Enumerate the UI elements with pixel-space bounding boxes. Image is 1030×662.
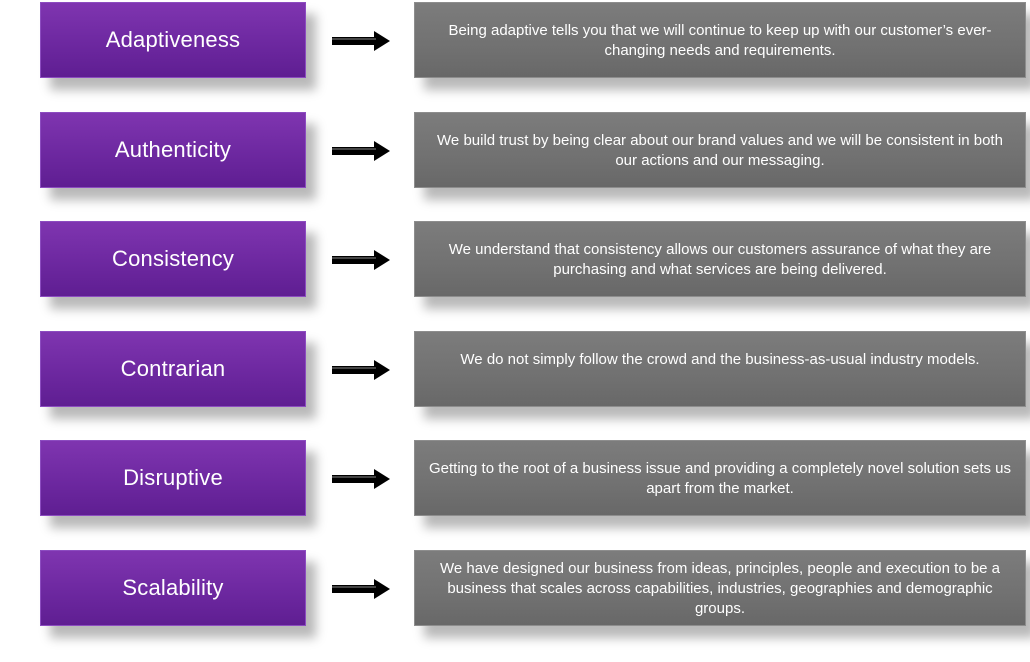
description-box-disruptive: Getting to the root of a business issue …	[414, 440, 1026, 516]
row-consistency: Consistency We understand that consisten…	[0, 221, 1030, 299]
row-disruptive: Disruptive Getting to the root of a busi…	[0, 440, 1030, 518]
description-box-scalability: We have designed our business from ideas…	[414, 550, 1026, 626]
right-arrow-icon	[332, 579, 390, 599]
label-box-scalability: Scalability	[40, 550, 306, 626]
description-box-consistency: We understand that consistency allows ou…	[414, 221, 1026, 297]
row-contrarian: Contrarian We do not simply follow the c…	[0, 331, 1030, 409]
label-text: Contrarian	[120, 356, 226, 381]
right-arrow-icon	[332, 250, 390, 270]
label-text: Consistency	[111, 246, 235, 271]
description-box-authenticity: We build trust by being clear about our …	[414, 112, 1026, 188]
label-box-adaptiveness: Adaptiveness	[40, 2, 306, 78]
description-text: Being adaptive tells you that we will co…	[448, 22, 992, 59]
label-box-authenticity: Authenticity	[40, 112, 306, 188]
description-box-adaptiveness: Being adaptive tells you that we will co…	[414, 2, 1026, 78]
description-text: We do not simply follow the crowd and th…	[460, 351, 980, 368]
right-arrow-icon	[332, 31, 390, 51]
description-text: We have designed our business from ideas…	[439, 560, 1001, 617]
row-adaptiveness: Adaptiveness Being adaptive tells you th…	[0, 2, 1030, 80]
description-text: We build trust by being clear about our …	[437, 132, 1003, 169]
label-text: Scalability	[122, 575, 224, 600]
row-scalability: Scalability We have designed our busines…	[0, 550, 1030, 628]
right-arrow-icon	[332, 360, 390, 380]
label-text: Authenticity	[114, 137, 232, 162]
right-arrow-icon	[332, 469, 390, 489]
right-arrow-icon	[332, 141, 390, 161]
description-box-contrarian: We do not simply follow the crowd and th…	[414, 331, 1026, 407]
label-text: Adaptiveness	[105, 27, 241, 52]
label-box-contrarian: Contrarian	[40, 331, 306, 407]
description-text: Getting to the root of a business issue …	[429, 460, 1012, 497]
label-box-consistency: Consistency	[40, 221, 306, 297]
description-text: We understand that consistency allows ou…	[448, 241, 992, 278]
label-box-disruptive: Disruptive	[40, 440, 306, 516]
row-authenticity: Authenticity We build trust by being cle…	[0, 112, 1030, 190]
label-text: Disruptive	[123, 465, 223, 490]
